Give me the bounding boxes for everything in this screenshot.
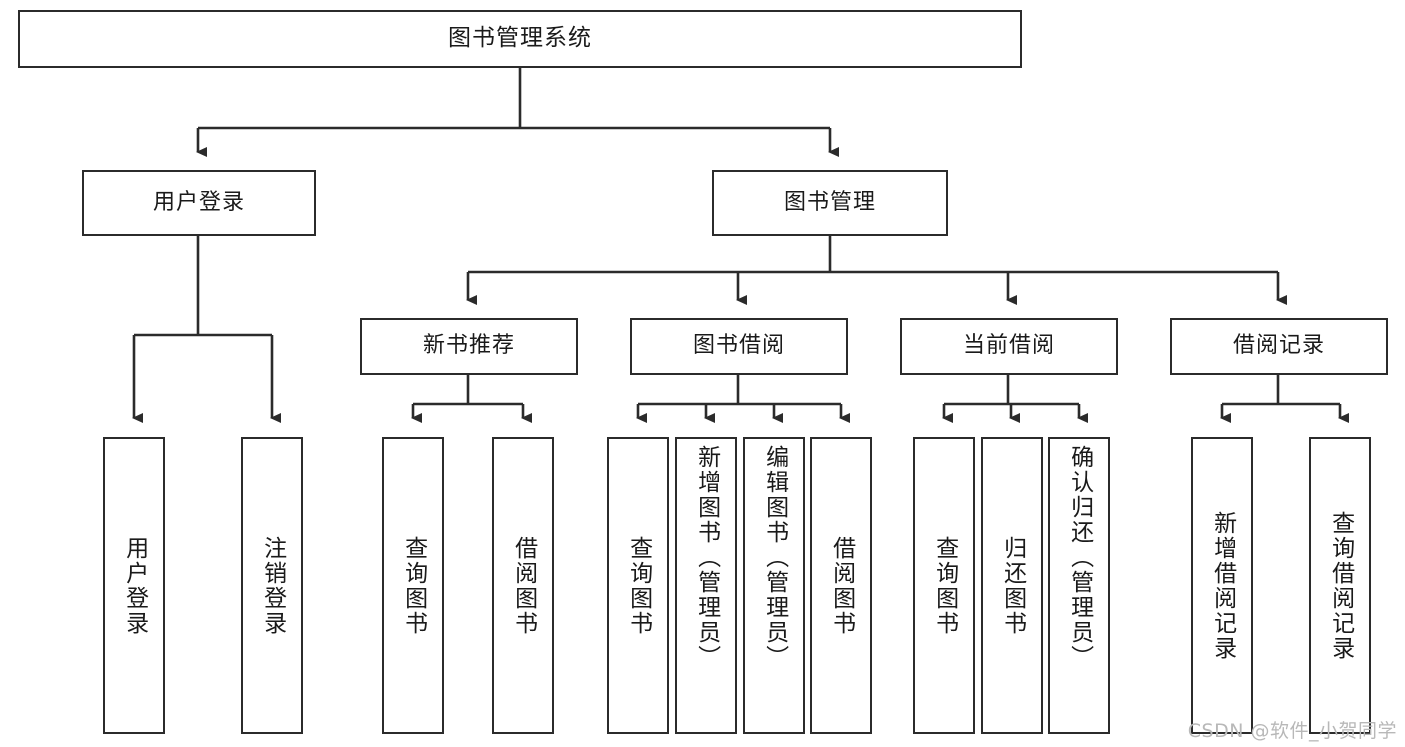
leaf-new-book-1-label: 查询图书 [400, 535, 427, 636]
node-borrow-record-label: 借阅记录 [1232, 333, 1325, 359]
leaf-borrow-record-1[interactable]: 新增借阅记录 [1191, 437, 1253, 734]
leaf-book-borrow-4[interactable]: 借阅图书 [810, 437, 872, 734]
leaf-user-login-2[interactable]: 注销登录 [241, 437, 303, 734]
leaf-book-borrow-2[interactable]: 新增图书（管理员） [675, 437, 737, 734]
node-user-login[interactable]: 用户登录 [82, 170, 316, 236]
node-current-borrow-label: 当前借阅 [962, 333, 1055, 359]
leaf-book-borrow-1-label: 查询图书 [625, 535, 652, 636]
node-user-login-label: 用户登录 [152, 189, 245, 215]
watermark: CSDN @软件_小贺同学 [1187, 720, 1397, 742]
leaf-new-book-2-label: 借阅图书 [510, 535, 537, 636]
leaf-new-book-2[interactable]: 借阅图书 [492, 437, 554, 734]
node-book-manage[interactable]: 图书管理 [712, 170, 948, 236]
leaf-book-borrow-3[interactable]: 编辑图书（管理员） [743, 437, 805, 734]
leaf-borrow-record-2-label: 查询借阅记录 [1327, 510, 1354, 661]
leaf-borrow-record-1-label: 新增借阅记录 [1209, 510, 1236, 661]
leaf-borrow-record-2[interactable]: 查询借阅记录 [1309, 437, 1371, 734]
leaf-user-login-1[interactable]: 用户登录 [103, 437, 165, 734]
leaf-current-borrow-1-label: 查询图书 [931, 535, 958, 636]
leaf-current-borrow-2-label: 归还图书 [999, 535, 1026, 636]
leaf-user-login-1-label: 用户登录 [121, 535, 148, 636]
node-new-book-recommend[interactable]: 新书推荐 [360, 318, 578, 375]
leaf-current-borrow-1[interactable]: 查询图书 [913, 437, 975, 734]
node-current-borrow[interactable]: 当前借阅 [900, 318, 1118, 375]
leaf-current-borrow-3[interactable]: 确认归还（管理员） [1048, 437, 1110, 734]
node-new-book-recommend-label: 新书推荐 [422, 333, 515, 359]
leaf-current-borrow-3-label: 确认归还（管理员） [1066, 445, 1093, 670]
node-book-borrow[interactable]: 图书借阅 [630, 318, 848, 375]
leaf-book-borrow-1[interactable]: 查询图书 [607, 437, 669, 734]
leaf-book-borrow-4-label: 借阅图书 [828, 535, 855, 636]
leaf-current-borrow-2[interactable]: 归还图书 [981, 437, 1043, 734]
leaf-book-borrow-3-label: 编辑图书（管理员） [761, 445, 788, 670]
leaf-user-login-2-label: 注销登录 [259, 535, 286, 636]
node-book-borrow-label: 图书借阅 [692, 333, 785, 359]
node-book-manage-label: 图书管理 [783, 189, 876, 215]
leaf-new-book-1[interactable]: 查询图书 [382, 437, 444, 734]
node-root[interactable]: 图书管理系统 [18, 10, 1022, 68]
node-borrow-record[interactable]: 借阅记录 [1170, 318, 1388, 375]
leaf-book-borrow-2-label: 新增图书（管理员） [693, 445, 720, 670]
node-root-label: 图书管理系统 [448, 25, 592, 52]
